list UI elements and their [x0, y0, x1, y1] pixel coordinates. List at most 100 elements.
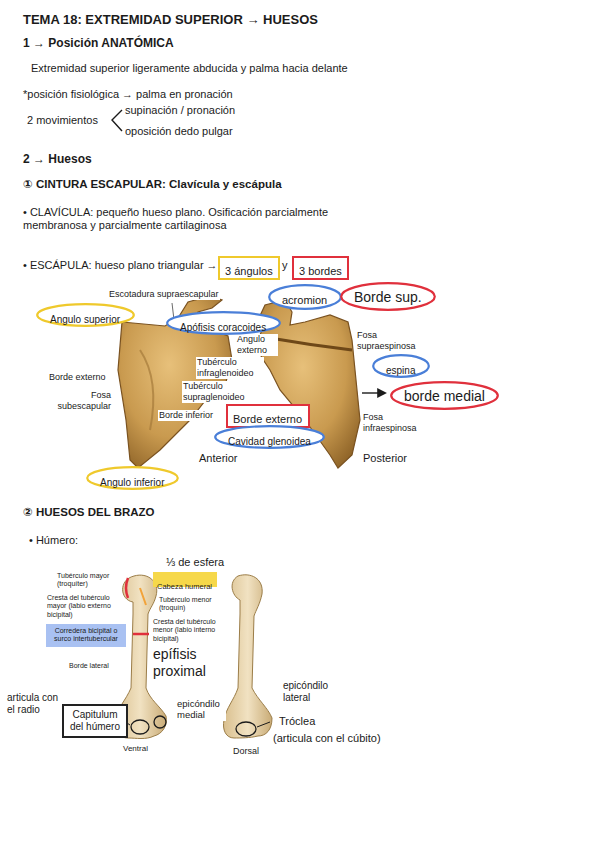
label-wrap: Borde externo — [48, 372, 107, 383]
note-label: Posterior — [362, 452, 408, 465]
label-wrap: epífisis proximal — [152, 646, 229, 680]
label-box: Borde externo — [226, 404, 310, 428]
bracket — [112, 110, 122, 131]
label-wrap: Dorsal — [232, 746, 260, 757]
note-label: ② HUESOS DEL BRAZO — [22, 506, 156, 520]
label-wrap: Fosa infraespinosa — [362, 412, 434, 434]
ellipse-shape — [269, 285, 341, 309]
label-wrap: articula con el radio — [6, 692, 60, 716]
label-wrap: Borde lateral — [68, 662, 110, 670]
note-label: Cresta del tubérculo mayor (labio extern… — [46, 594, 123, 619]
note-label: epífisis proximal — [152, 646, 229, 680]
label-ellipse: Angulo inferior — [86, 466, 179, 490]
neck-mark — [126, 578, 128, 598]
label-wrap: Ventral — [122, 744, 149, 754]
label-wrap: *posición fisiológica → palma en pronaci… — [22, 88, 234, 101]
node-text: espina — [386, 365, 415, 377]
label-wrap: Tróclea — [278, 715, 316, 728]
label-wrap: Tubérculo supraglenoideo — [182, 381, 250, 403]
ellipse-shape — [167, 312, 280, 334]
label-wrap: (articula con el cúbito) — [272, 732, 382, 745]
note-label: y — [281, 259, 289, 272]
title-wrap: TEMA 18: EXTREMIDAD SUPERIOR → HUESOS — [22, 12, 319, 28]
node-text: Cavidad glenoidea — [228, 436, 311, 448]
label-ellipse: borde medial — [390, 381, 499, 410]
node-text: Angulo superior — [50, 314, 120, 326]
ellipse-shape — [87, 467, 178, 489]
note-label: 2 movimientos — [26, 114, 99, 127]
label-wrap: Anterior — [198, 452, 239, 465]
note-label: ⅓ de esfera — [165, 556, 225, 569]
note-label: • ESCÁPULA: hueso plano triangular → — [22, 259, 219, 272]
note-label: Fosa infraespinosa — [362, 412, 434, 434]
note-label: Tubérculo menor (troquín) — [158, 596, 235, 613]
label-wrap: ① CINTURA ESCAPULAR: Clavícula y escápul… — [22, 178, 283, 192]
note-label: Extremidad superior ligeramente abducida… — [30, 62, 349, 75]
note-label: Borde lateral — [68, 662, 110, 670]
note-label: articula con el radio — [6, 692, 60, 716]
label-wrap: Tubérculo menor (troquín) — [158, 596, 235, 613]
note-label: Fosa supraespinosa — [356, 330, 428, 352]
note-label: Borde inferior — [158, 410, 214, 421]
capitulum-circle — [131, 720, 149, 734]
note-label: Dorsal — [232, 746, 260, 757]
label-wrap: Posterior — [362, 452, 408, 465]
note-label: Angulo externo — [236, 334, 278, 356]
note-label: Tubérculo mayor (troquíter) — [56, 572, 120, 589]
note-label: 2 → Huesos — [22, 152, 93, 166]
label-wrap: • ESCÁPULA: hueso plano triangular → — [22, 259, 219, 272]
trochlea-circle — [236, 722, 256, 736]
node-text: 3 ángulos — [225, 265, 273, 278]
note-label: • Húmero: — [28, 534, 79, 547]
label-box: Corredera bicipital o surco intertubercu… — [46, 624, 126, 647]
label-wrap: oposición dedo pulgar — [124, 125, 234, 138]
label-wrap: ② HUESOS DEL BRAZO — [22, 506, 156, 520]
label-wrap: epicóndilo medial — [176, 698, 226, 721]
label-ellipse: Apófisis coracoides — [166, 311, 281, 335]
pointer-arrow — [362, 392, 385, 393]
note-label: Cresta del tubérculo menor (labio intern… — [152, 618, 234, 643]
note-label: (articula con el cúbito) — [272, 732, 382, 745]
label-box: Cabeza humeral — [153, 572, 217, 587]
label-wrap: Cresta del tubérculo mayor (labio extern… — [46, 594, 123, 619]
label-wrap: y — [281, 259, 289, 272]
label-wrap: Extremidad superior ligeramente abducida… — [30, 62, 349, 75]
ellipse-shape — [373, 355, 429, 377]
ellipse-shape — [215, 426, 324, 448]
label-wrap: Borde inferior — [158, 410, 214, 421]
ellipse-shape — [341, 283, 435, 310]
surgical-neck-mark — [133, 633, 149, 636]
label-wrap: Cresta del tubérculo menor (labio intern… — [152, 618, 234, 643]
label-wrap: 2 → Huesos — [22, 152, 93, 166]
note-label: epicóndilo lateral — [282, 680, 339, 704]
label-wrap: Fosa subescapular — [48, 390, 112, 412]
label-ellipse: Cavidad glenoidea — [214, 425, 325, 449]
node-text: 3 bordes — [299, 265, 342, 278]
note-label: epicóndilo medial — [176, 698, 226, 721]
groove-mark — [140, 588, 146, 605]
note-label: Tubérculo supraglenoideo — [182, 381, 250, 403]
label-ellipse: Angulo superior — [36, 303, 135, 327]
label-wrap: • Húmero: — [28, 534, 79, 547]
scapular-spine — [270, 338, 352, 350]
label-wrap: epicóndilo lateral — [282, 680, 339, 704]
label-box: 3 bordes — [292, 256, 349, 280]
label-wrap: 2 movimientos — [26, 114, 99, 127]
node-text: Capitulum del húmero — [69, 709, 121, 733]
note-label: Ventral — [122, 744, 149, 754]
label-wrap: ⅓ de esfera — [165, 556, 225, 569]
note-label: supinación / pronación — [124, 104, 236, 117]
node-text: Borde sup. — [354, 289, 422, 306]
label-wrap: 1 → Posición ANATÓMICA — [22, 36, 175, 50]
note-label: Tubérculo infraglenoideo — [196, 357, 264, 379]
note-label: Borde externo — [48, 372, 107, 383]
label-box: 3 ángulos — [218, 256, 280, 280]
bone-shading — [140, 350, 153, 430]
label-wrap: Tubérculo infraglenoideo — [196, 357, 264, 379]
note-label: Anterior — [198, 452, 239, 465]
node-text: acromion — [282, 294, 327, 307]
note-label: Escotadura supraescapular — [108, 289, 220, 300]
note-label: 1 → Posición ANATÓMICA — [22, 36, 175, 50]
label-wrap: Tubérculo mayor (troquíter) — [56, 572, 120, 589]
